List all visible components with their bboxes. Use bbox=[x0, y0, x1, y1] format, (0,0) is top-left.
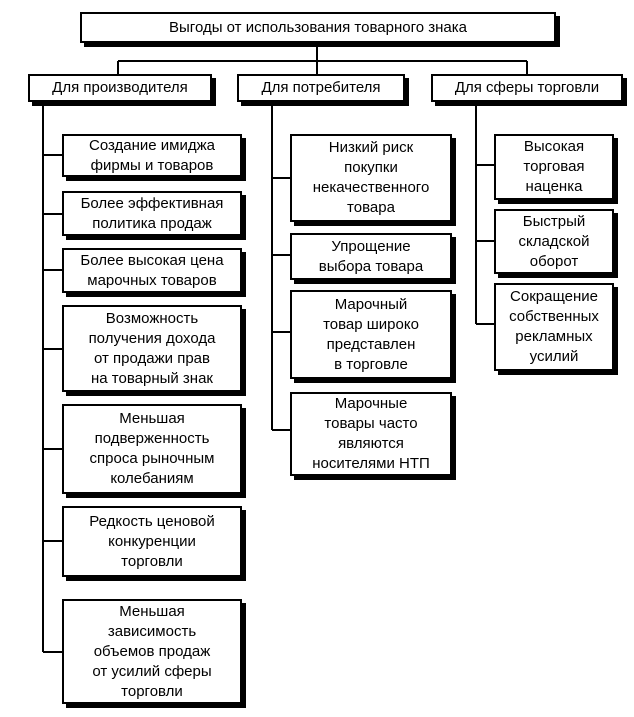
trade-item-2: Быстрый складской оборот bbox=[494, 209, 614, 274]
producer-item-2: Более эффективная политика продаж bbox=[62, 191, 242, 236]
producer-item-text: Меньшая зависимость объемов продаж от ус… bbox=[92, 602, 212, 700]
producer-item-text: Создание имиджа фирмы и товаров bbox=[88, 136, 216, 174]
producer-item-text: Меньшая подверженность спроса рыночным к… bbox=[89, 410, 215, 487]
producer-item-6: Редкость ценовой конкуренции торговли bbox=[62, 506, 242, 577]
producer-item-4: Возможность получения дохода от продажи … bbox=[62, 305, 242, 392]
title-box: Выгоды от использования товарного знака bbox=[80, 12, 556, 43]
consumer-item-text: Марочный товар широко представлен в торг… bbox=[323, 295, 419, 373]
producer-item-7: Меньшая зависимость объемов продаж от ус… bbox=[62, 599, 242, 704]
consumer-item-2: Упрощение выбора товара bbox=[290, 233, 452, 280]
trade-item-text: Высокая торговая наценка bbox=[523, 138, 585, 195]
consumer-item-text: Низкий риск покупки некачественного това… bbox=[312, 139, 430, 216]
consumer-item-1: Низкий риск покупки некачественного това… bbox=[290, 134, 452, 222]
trade-item-text: Быстрый складской оборот bbox=[518, 212, 590, 270]
category-producer-label: Для производителя bbox=[52, 79, 188, 96]
consumer-item-4: Марочные товары часто являются носителям… bbox=[290, 392, 452, 476]
category-consumer: Для потребителя bbox=[237, 74, 405, 102]
producer-item-text: Редкость ценовой конкуренции торговли bbox=[89, 512, 215, 570]
category-trade-label: Для сферы торговли bbox=[454, 79, 600, 96]
producer-item-text: Возможность получения дохода от продажи … bbox=[88, 309, 216, 387]
producer-item-5: Меньшая подверженность спроса рыночным к… bbox=[62, 404, 242, 494]
category-producer: Для производителя bbox=[28, 74, 212, 102]
title-text: Выгоды от использования товарного знака bbox=[169, 18, 467, 36]
category-consumer-label: Для потребителя bbox=[261, 79, 381, 96]
consumer-item-text: Упрощение выбора товара bbox=[318, 237, 424, 275]
producer-item-text: Более высокая цена марочных товаров bbox=[80, 251, 224, 289]
producer-item-3: Более высокая цена марочных товаров bbox=[62, 248, 242, 293]
trade-item-text: Сокращение собственных рекламных усилий bbox=[509, 288, 599, 365]
producer-item-1: Создание имиджа фирмы и товаров bbox=[62, 134, 242, 177]
trade-item-3: Сокращение собственных рекламных усилий bbox=[494, 283, 614, 371]
producer-item-text: Более эффективная политика продаж bbox=[80, 194, 224, 232]
trade-item-1: Высокая торговая наценка bbox=[494, 134, 614, 200]
consumer-item-text: Марочные товары часто являются носителям… bbox=[312, 395, 430, 472]
consumer-item-3: Марочный товар широко представлен в торг… bbox=[290, 290, 452, 379]
category-trade: Для сферы торговли bbox=[431, 74, 623, 102]
